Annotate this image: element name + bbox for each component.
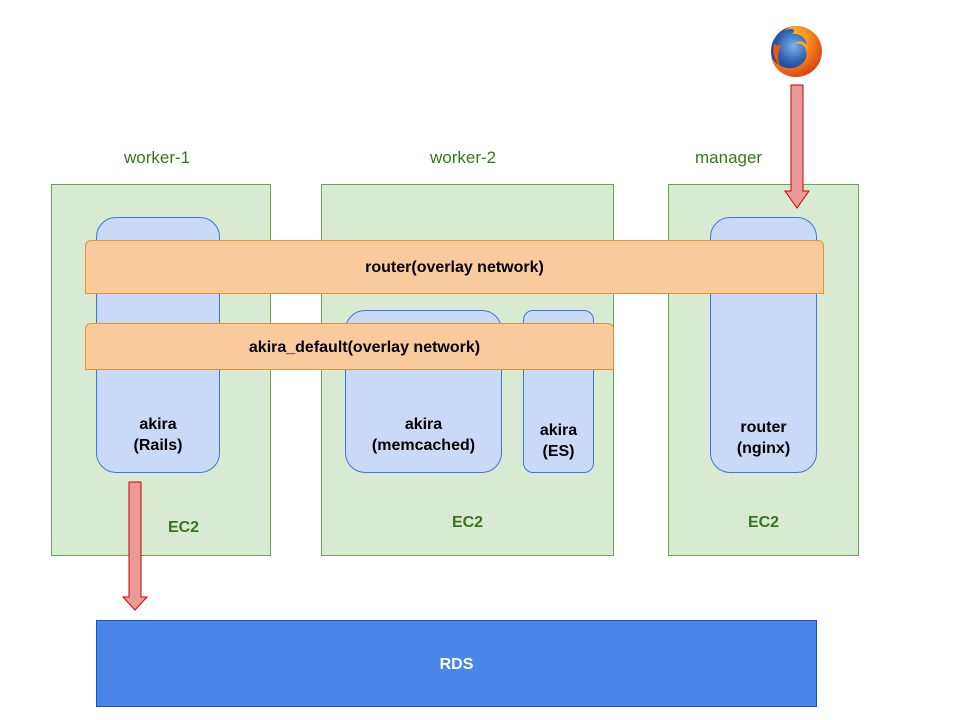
manager-title: manager bbox=[695, 148, 763, 167]
request-arrow-icon bbox=[784, 84, 810, 209]
akira-memcached-label: akira (memcached) bbox=[346, 414, 501, 456]
akira-es-label: akira (ES) bbox=[524, 420, 593, 462]
akira-es-type: (ES) bbox=[542, 443, 575, 460]
router-overlay-network: router(overlay network) bbox=[85, 240, 824, 294]
db-connection-arrow-icon bbox=[121, 481, 149, 611]
worker-2-title: worker-2 bbox=[430, 148, 497, 167]
firefox-icon bbox=[771, 26, 822, 77]
worker-1-ec2-label: EC2 bbox=[167, 519, 200, 536]
router-nginx-type: (nginx) bbox=[736, 440, 791, 457]
akira-rails-type: (Rails) bbox=[133, 437, 183, 454]
rds-database: RDS bbox=[96, 620, 817, 707]
akira-default-overlay-network: akira_default(overlay network) bbox=[85, 323, 614, 370]
worker-1-title: worker-1 bbox=[124, 148, 191, 167]
akira-es-name: akira bbox=[539, 422, 578, 439]
akira-rails-name: akira bbox=[139, 416, 177, 433]
manager-ec2-label: EC2 bbox=[747, 514, 780, 531]
akira-memcached-name: akira bbox=[404, 416, 443, 433]
worker-2-ec2-label: EC2 bbox=[451, 514, 484, 531]
router-nginx-label: router (nginx) bbox=[711, 417, 816, 459]
router-nginx-name: router bbox=[740, 419, 787, 436]
akira-rails-label: akira (Rails) bbox=[97, 414, 219, 456]
akira-memcached-type: (memcached) bbox=[371, 437, 476, 454]
